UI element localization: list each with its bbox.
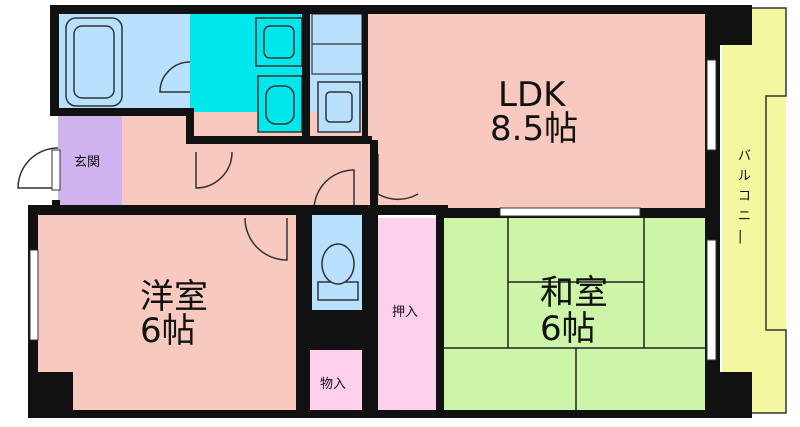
balcony-label: バルコニ| xyxy=(738,149,751,244)
japanese-size: 6帖 xyxy=(540,309,596,349)
toilet-icon xyxy=(317,243,359,301)
ldk-name: LDK xyxy=(498,75,567,115)
entrance xyxy=(58,112,122,208)
western-room xyxy=(38,212,300,410)
closet-room xyxy=(378,218,436,410)
windows xyxy=(29,59,717,361)
ldk-room xyxy=(362,12,710,212)
tatami-lines xyxy=(442,218,710,410)
ldk-size: 8.5帖 xyxy=(490,109,578,149)
washing-machine-icon xyxy=(257,75,303,133)
balcony-outline xyxy=(752,7,787,414)
balcony xyxy=(722,8,786,413)
storage-label: 物入 xyxy=(320,377,346,392)
storage-room xyxy=(310,350,365,410)
door-swings xyxy=(17,61,419,261)
western-name: 洋室 xyxy=(140,277,208,317)
kitchen-sink-icon xyxy=(317,81,361,133)
washbasin-icon xyxy=(255,17,303,67)
bathtub-icon xyxy=(65,17,123,107)
japanese-name: 和室 xyxy=(540,273,608,313)
closet-label: 押入 xyxy=(392,305,418,320)
western-size: 6帖 xyxy=(140,311,196,351)
entrance-label: 玄関 xyxy=(74,155,100,170)
